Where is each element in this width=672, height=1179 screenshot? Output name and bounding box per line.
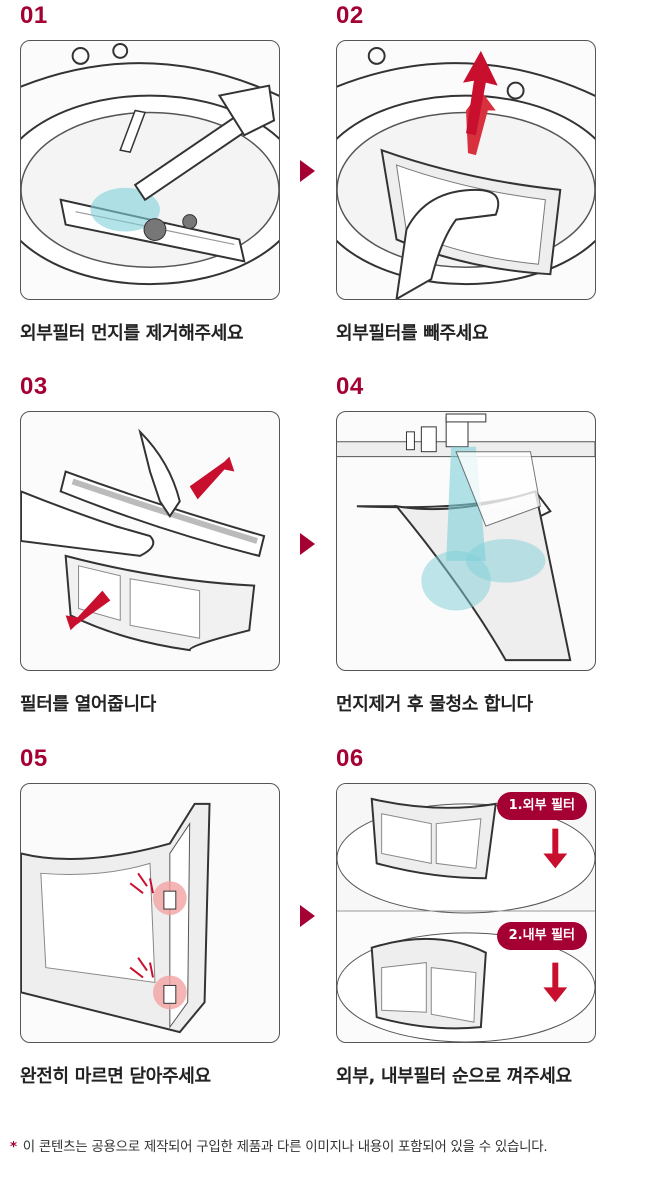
step-caption: 먼지제거 후 물청소 합니다 bbox=[336, 694, 533, 715]
step-number: 03 bbox=[20, 373, 48, 400]
step-image-remove-outer-filter bbox=[336, 40, 596, 300]
next-arrow-icon bbox=[300, 533, 315, 555]
step-number: 04 bbox=[336, 373, 364, 400]
step-number: 05 bbox=[20, 745, 48, 772]
step-image-wash-filter bbox=[336, 411, 596, 671]
step-image-vacuum-filter bbox=[20, 40, 280, 300]
step-number: 06 bbox=[336, 745, 364, 772]
footnote-text: 이 콘텐츠는 공용으로 제작되어 구입한 제품과 다른 이미지나 내용이 포함되… bbox=[22, 1139, 548, 1155]
next-arrow-icon bbox=[300, 160, 315, 182]
footnote: * 이 콘텐츠는 공용으로 제작되어 구입한 제품과 다른 이미지나 내용이 포함… bbox=[10, 1135, 548, 1155]
step-caption: 외부필터 먼지를 제거해주세요 bbox=[20, 323, 244, 344]
step-image-insert-filters: 1.외부 필터 2.내부 필터 bbox=[336, 783, 596, 1043]
step-caption: 필터를 열어줍니다 bbox=[20, 694, 157, 715]
step-caption: 외부, 내부필터 순으로 껴주세요 bbox=[336, 1066, 572, 1087]
step-image-open-filter bbox=[20, 411, 280, 671]
step-image-close-filter bbox=[20, 783, 280, 1043]
step-caption: 외부필터를 빼주세요 bbox=[336, 323, 489, 344]
step-number: 02 bbox=[336, 2, 364, 29]
step-number: 01 bbox=[20, 2, 48, 29]
next-arrow-icon bbox=[300, 905, 315, 927]
step-caption: 완전히 마르면 닫아주세요 bbox=[20, 1066, 211, 1087]
outer-filter-label: 1.외부 필터 bbox=[496, 792, 587, 820]
footnote-mark: * bbox=[10, 1139, 17, 1155]
inner-filter-label: 2.내부 필터 bbox=[496, 922, 587, 950]
